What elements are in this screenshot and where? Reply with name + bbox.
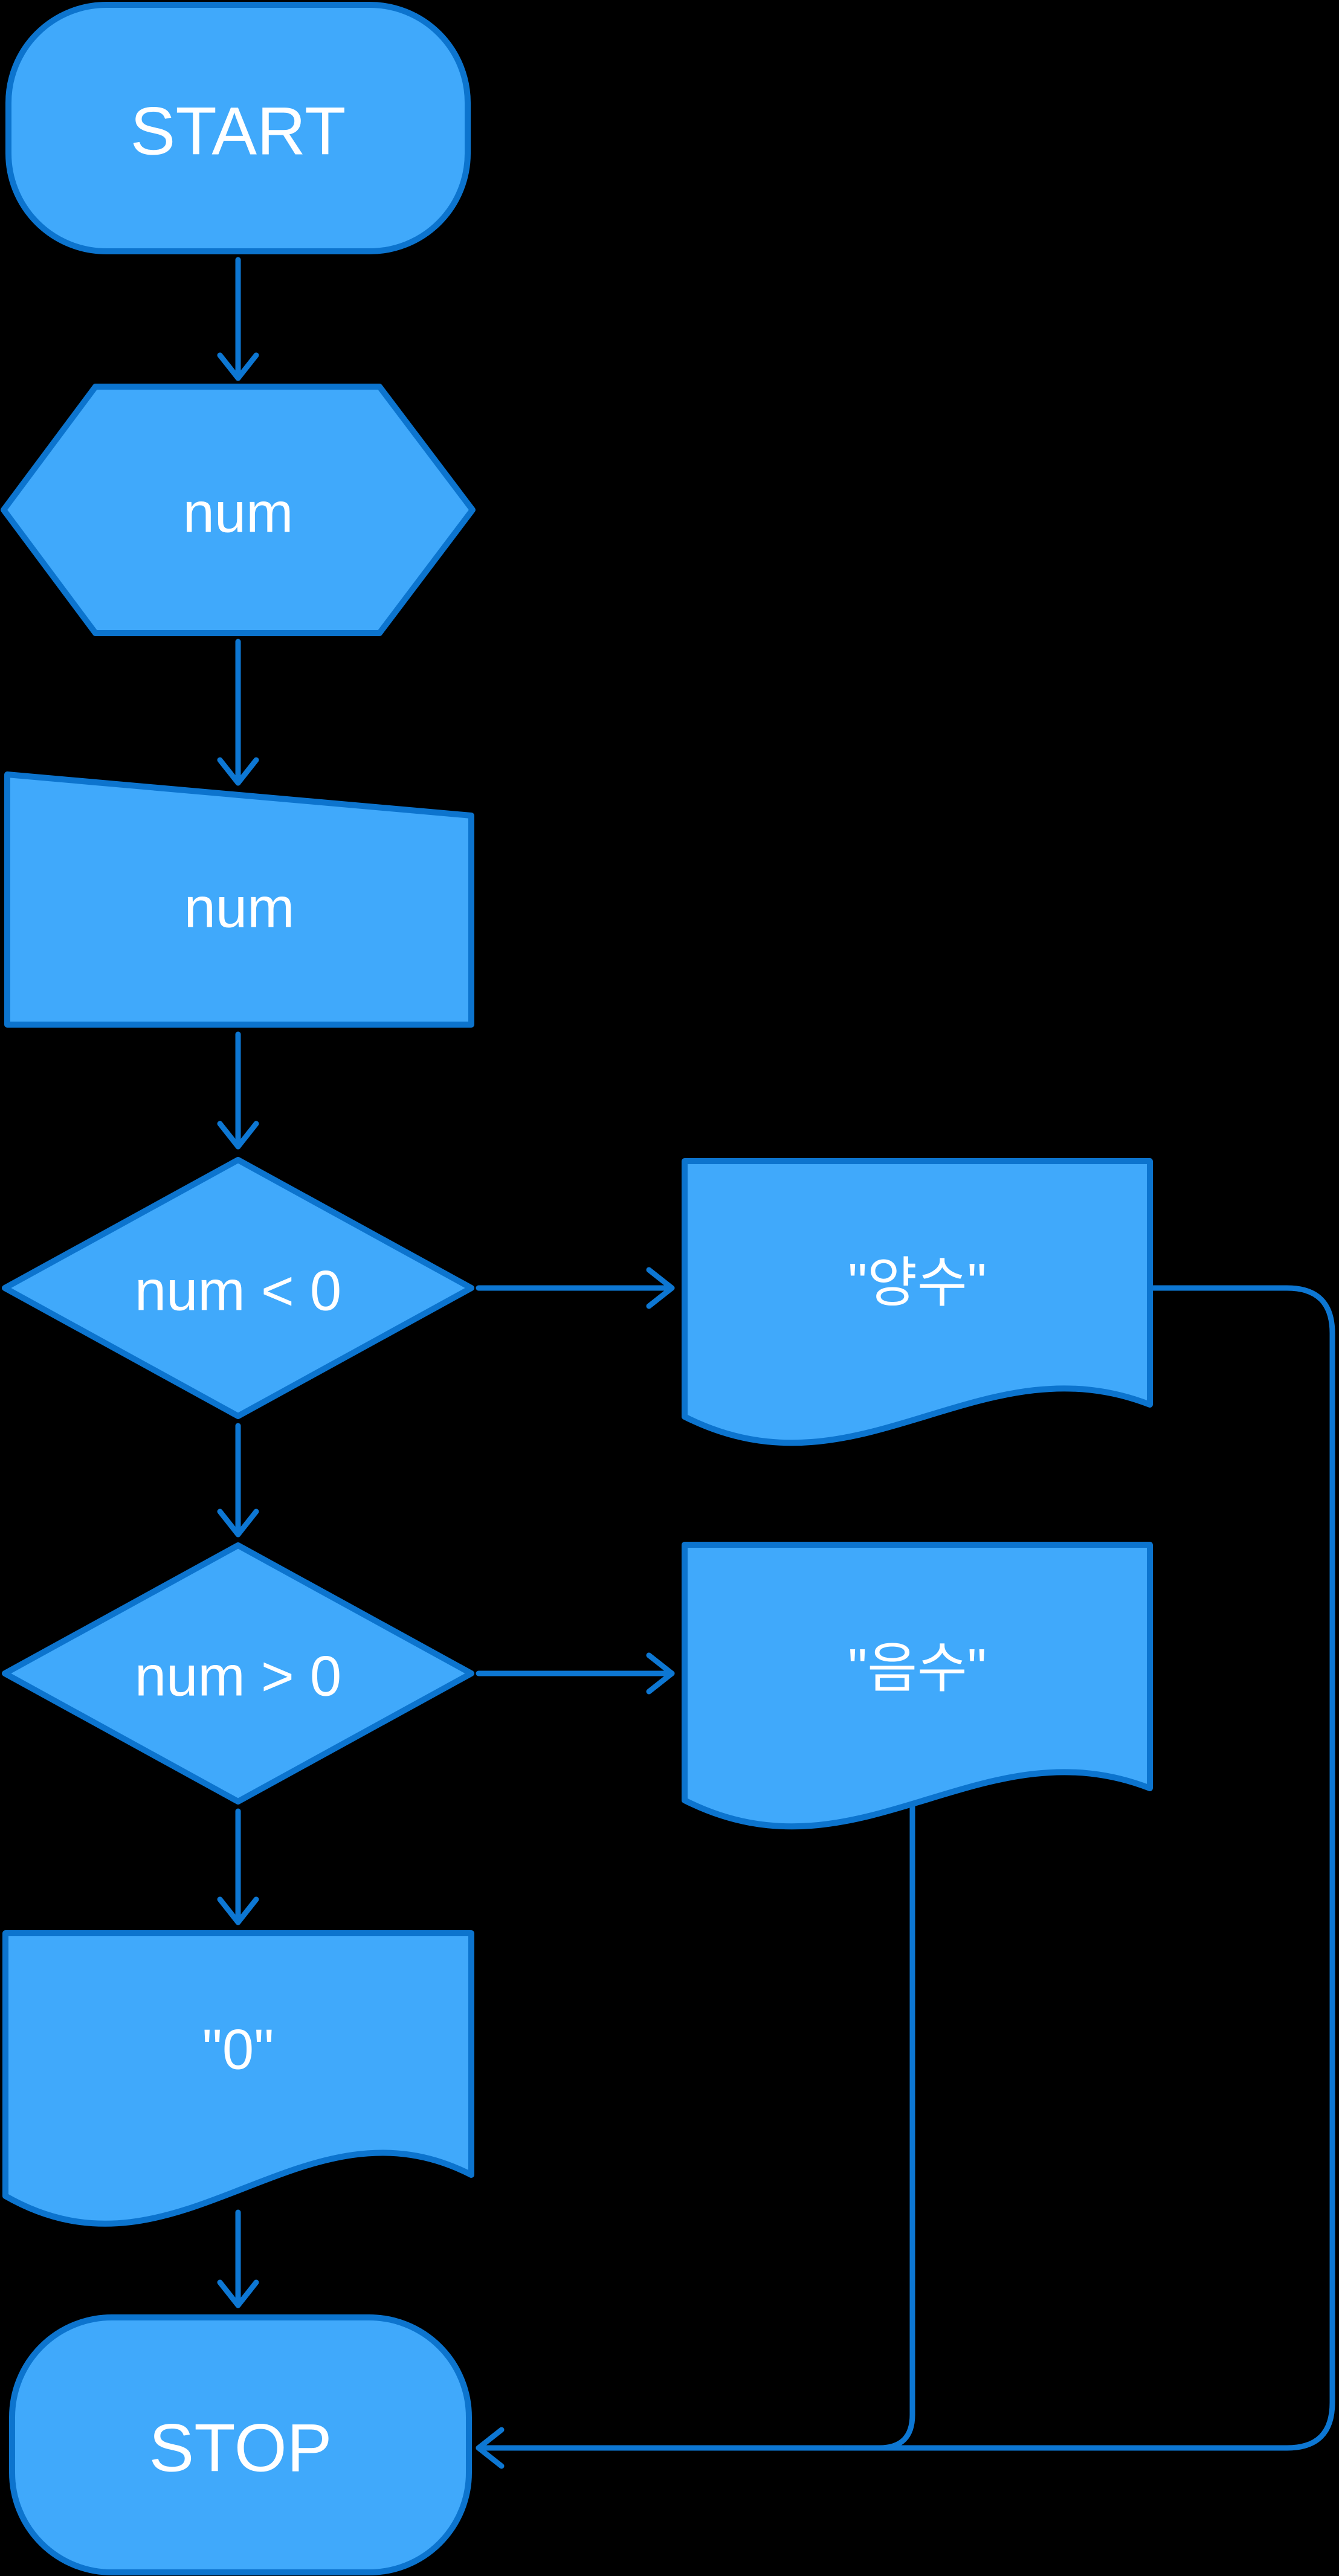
preparation-label: num xyxy=(183,481,294,544)
document-positive-label: "양수" xyxy=(848,1253,987,1313)
node-document-zero: "0" xyxy=(2,1930,474,2227)
terminator-shape xyxy=(5,2,471,254)
arrow-shaft xyxy=(476,1285,1335,2451)
node-stop: STOP xyxy=(9,2314,472,2575)
arrow-decision1-to-decision2 xyxy=(217,1423,259,1538)
arrow-start-to-preparation xyxy=(217,257,259,381)
arrow-document-positive-to-stop xyxy=(476,1285,1335,2469)
manual-input-label: num xyxy=(184,876,295,939)
arrowhead-left-icon xyxy=(476,2427,505,2469)
arrowhead-down-icon xyxy=(217,1121,259,1150)
start-label: START xyxy=(131,94,346,169)
arrowhead-down-icon xyxy=(217,1896,259,1925)
decision-shape xyxy=(2,1157,474,1419)
document-zero-label: "0" xyxy=(202,2018,274,2081)
document-shape xyxy=(682,1158,1153,1446)
arrow-document-zero-to-stop xyxy=(217,2209,259,2308)
manual-input-shape xyxy=(4,771,474,1028)
stop-label: STOP xyxy=(149,2410,332,2486)
node-preparation-num: num xyxy=(1,384,476,636)
arrow-shaft xyxy=(843,1800,915,2451)
arrowhead-right-icon xyxy=(646,1267,675,1309)
arrowhead-down-icon xyxy=(217,1509,259,1538)
document-shape xyxy=(682,1542,1153,1830)
decision-shape xyxy=(2,1542,474,1805)
arrowhead-down-icon xyxy=(217,2279,259,2308)
document-shape xyxy=(2,1930,474,2227)
line-document-negative-to-stop xyxy=(843,1800,915,2451)
arrow-decision2-to-document-zero xyxy=(217,1808,259,1925)
node-decision-num-lt-0: num < 0 xyxy=(2,1157,474,1419)
arrow-decision1-to-document-positive xyxy=(476,1267,675,1309)
node-start: START xyxy=(5,2,471,254)
arrowhead-right-icon xyxy=(646,1652,675,1695)
node-document-negative: "음수" xyxy=(682,1542,1153,1830)
document-negative-label: "음수" xyxy=(848,1638,987,1699)
arrow-preparation-to-manual-input xyxy=(217,639,259,786)
arrowhead-down-icon xyxy=(217,757,259,786)
arrowhead-down-icon xyxy=(217,352,259,381)
node-manual-input-num: num xyxy=(4,771,474,1028)
node-document-positive: "양수" xyxy=(682,1158,1153,1446)
decision2-label: num > 0 xyxy=(135,1644,341,1708)
decision1-label: num < 0 xyxy=(135,1259,341,1322)
preparation-shape xyxy=(1,384,476,636)
arrow-manual-input-to-decision1 xyxy=(217,1031,259,1150)
connectors xyxy=(217,257,1335,2469)
arrow-decision2-to-document-negative xyxy=(476,1652,675,1695)
terminator-shape xyxy=(9,2314,472,2575)
node-decision-num-gt-0: num > 0 xyxy=(2,1542,474,1805)
